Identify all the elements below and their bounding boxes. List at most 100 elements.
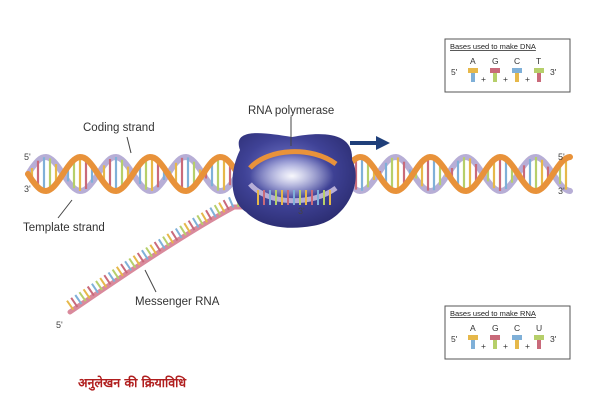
- mrna-base: [174, 227, 183, 239]
- left-bottom-end: 3': [24, 184, 31, 194]
- bubble-bases: [257, 190, 331, 205]
- base-letter: G: [492, 323, 499, 333]
- coding-dna-strand: [25, 153, 573, 195]
- mrna-base: [183, 222, 191, 234]
- mrna-base: [95, 280, 104, 291]
- nucleotide-stem: [471, 340, 475, 349]
- nucleotide-stem: [537, 73, 541, 82]
- mrna-base: [132, 255, 141, 266]
- mrna-base: [187, 220, 196, 231]
- messenger-rna-strand: [67, 204, 308, 315]
- template-strand-label: Template strand: [23, 222, 105, 234]
- dna-bases-box: Bases used to make DNA 5' 3' A + G + C + T: [444, 38, 571, 93]
- mrna-base: [218, 202, 226, 213]
- plus-sign: +: [503, 74, 508, 84]
- rna-3prime-end: 3': [298, 206, 305, 216]
- nucleotide-icon: [468, 68, 478, 73]
- mrna-base: [74, 294, 83, 305]
- plus-sign: +: [481, 341, 486, 351]
- rna-bases-box: Bases used to make RNA 5' 3' A + G + C + U: [444, 305, 571, 360]
- mrna-base: [115, 266, 124, 277]
- mrna-base: [91, 283, 99, 294]
- nucleotide-stem: [515, 73, 519, 82]
- mrna-base: [78, 291, 87, 302]
- plus-sign: +: [503, 341, 508, 351]
- rna-polymerase-enzyme: [232, 133, 356, 228]
- base-letter: T: [536, 56, 541, 66]
- dna-box-title: Bases used to make DNA: [450, 42, 536, 51]
- plus-sign: +: [525, 341, 530, 351]
- mrna-base: [145, 246, 153, 258]
- caption: अनुलेखन की क्रियाविधि: [78, 375, 187, 390]
- mrna-base: [111, 269, 120, 280]
- messenger-rna-pointer: [144, 269, 157, 293]
- right-bottom-end: 3': [558, 186, 565, 196]
- rna-polymerase-label: RNA polymerase: [248, 105, 334, 117]
- open-bubble-strand-bottom: [248, 182, 338, 204]
- mrna-base: [166, 233, 174, 244]
- direction-arrow: [350, 136, 390, 150]
- nucleotide-icon: [490, 335, 500, 340]
- nucleotide-icon: [468, 335, 478, 340]
- mrna-base: [213, 204, 222, 216]
- mrna-base: [228, 196, 235, 208]
- base-letter: C: [514, 323, 520, 333]
- dna-box-left-end: 5': [451, 67, 458, 77]
- mrna-base: [99, 277, 108, 288]
- mrna-base: [103, 274, 112, 285]
- mrna-5prime-end: 5': [56, 320, 63, 330]
- rna-box-title: Bases used to make RNA: [450, 309, 536, 318]
- template-strand-pointer: [57, 199, 73, 219]
- mrna-base: [162, 236, 170, 247]
- base-letter: G: [492, 56, 499, 66]
- mrna-base: [157, 238, 166, 250]
- nucleotide-icon: [512, 335, 522, 340]
- base-letter: C: [514, 56, 520, 66]
- rna-box-left-end: 5': [451, 334, 458, 344]
- mrna-base: [128, 257, 137, 269]
- base-letter: U: [536, 323, 542, 333]
- open-bubble-strand-top: [248, 149, 338, 170]
- messenger-rna-label: Messenger RNA: [135, 296, 220, 308]
- mrna-base: [200, 212, 209, 223]
- mrna-base: [179, 225, 187, 236]
- mrna-base: [124, 260, 133, 271]
- rna-box-bases: A + G + C + U: [468, 323, 544, 351]
- mrna-base: [82, 288, 91, 299]
- coding-strand-pointer: [126, 136, 132, 154]
- mrna-base: [66, 300, 75, 311]
- mrna-base: [136, 252, 145, 263]
- mrna-base: [70, 297, 79, 308]
- mrna-base: [120, 263, 128, 274]
- mrna-base: [149, 244, 158, 255]
- plus-sign: +: [525, 74, 530, 84]
- coding-strand-label: Coding strand: [83, 122, 155, 134]
- base-letter: A: [470, 323, 476, 333]
- mrna-base: [205, 209, 213, 221]
- nucleotide-icon: [512, 68, 522, 73]
- plus-sign: +: [481, 74, 486, 84]
- dna-box-right-end: 3': [550, 67, 557, 77]
- nucleotide-stem: [537, 340, 541, 349]
- rna-box-right-end: 3': [550, 334, 557, 344]
- nucleotide-stem: [515, 340, 519, 349]
- nucleotide-icon: [490, 68, 500, 73]
- mrna-base: [170, 230, 179, 242]
- dna-box-bases: A + G + C + T: [468, 56, 544, 84]
- mrna-base: [192, 217, 200, 228]
- base-letter: A: [470, 56, 476, 66]
- nucleotide-icon: [534, 335, 544, 340]
- nucleotide-icon: [534, 68, 544, 73]
- mrna-base: [209, 207, 217, 218]
- nucleotide-stem: [493, 73, 497, 82]
- left-top-end: 5': [24, 152, 31, 162]
- mrna-base: [86, 285, 95, 297]
- mrna-base: [153, 241, 162, 252]
- nucleotide-stem: [471, 73, 475, 82]
- mrna-base: [222, 199, 230, 211]
- mrna-base: [107, 271, 116, 283]
- mrna-base: [196, 214, 204, 226]
- nucleotide-stem: [493, 340, 497, 349]
